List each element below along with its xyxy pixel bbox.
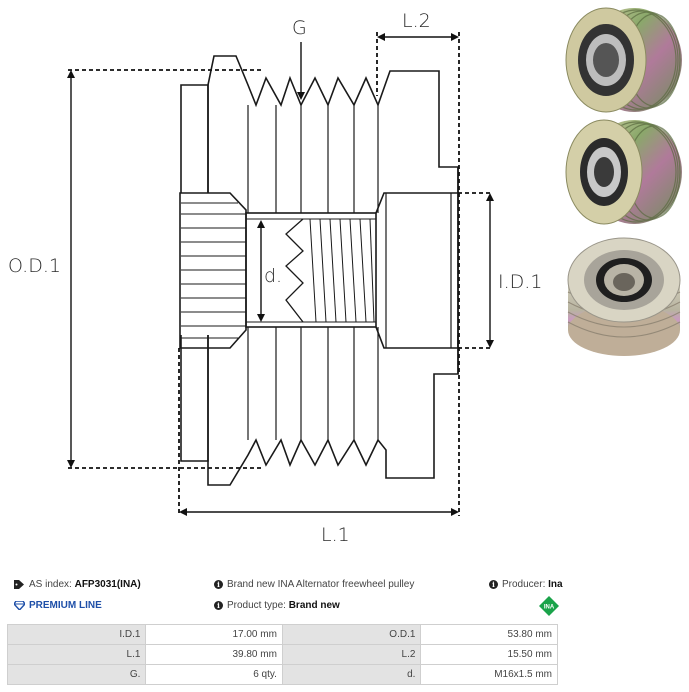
spec-value: 53.80 mm [420, 624, 558, 645]
pulley-upper-profile [207, 55, 459, 193]
info-icon: i [214, 600, 223, 610]
spline-lines [181, 202, 246, 339]
premium-line-label: PREMIUM LINE [29, 600, 102, 611]
thread-teeth [285, 218, 304, 323]
spec-key: L.1 [6, 644, 147, 665]
ina-logo-text: INA [544, 605, 555, 611]
spec-value: 6 qty. [145, 664, 283, 685]
groove-lines-upper [247, 105, 379, 213]
specifications-table: I.D.1 17.00 mm O.D.1 53.80 mm L.1 39.80 … [6, 624, 558, 685]
as-index-label: AS index: [29, 579, 72, 590]
left-flange-outline-bottom [180, 335, 209, 462]
table-row: L.1 39.80 mm L.2 15.50 mm [6, 644, 558, 665]
ina-logo: INA [539, 596, 559, 616]
tag-icon [14, 579, 24, 589]
pulley-lower-profile [207, 335, 459, 486]
as-index-row: AS index: AFP3031(INA) [14, 579, 141, 590]
description-text: Brand new INA Alternator freewheel pulle… [227, 579, 415, 590]
groove-lines-lower [247, 327, 379, 440]
table-row: I.D.1 17.00 mm O.D.1 53.80 mm [6, 624, 558, 645]
info-icon: i [214, 579, 223, 589]
pulley-photo-angled [567, 237, 681, 356]
label-d: d. [264, 265, 282, 287]
spec-key: I.D.1 [6, 624, 147, 645]
pulley-technical-drawing: O.D.1 I.D.1 L.1 L.2 G d. [8, 10, 542, 546]
right-hub [375, 192, 459, 349]
extension-lines [68, 32, 490, 516]
info-icon: i [489, 579, 498, 589]
spec-value: 17.00 mm [145, 624, 283, 645]
spec-key: O.D.1 [281, 624, 422, 645]
label-g: G [292, 17, 307, 39]
label-id1: I.D.1 [498, 271, 542, 293]
label-l1: L.1 [321, 524, 350, 546]
label-od1: O.D.1 [8, 255, 61, 277]
spec-key: L.2 [281, 644, 422, 665]
product-type-row: i Product type: Brand new [214, 600, 340, 611]
producer-value: Ina [548, 579, 563, 590]
producer-row: i Producer: Ina [489, 579, 563, 590]
description-row: i Brand new INA Alternator freewheel pull… [214, 579, 414, 590]
label-l2: L.2 [402, 10, 431, 32]
product-type-label: Product type: [227, 600, 286, 611]
pulley-photo-front-spline [565, 7, 682, 113]
spec-key: G. [6, 664, 147, 685]
thread-lines [309, 218, 375, 323]
left-flange-outline [180, 84, 209, 193]
spec-value: 39.80 mm [145, 644, 283, 665]
pulley-photo-front-bore [565, 119, 682, 225]
spec-value: M16x1.5 mm [420, 664, 558, 685]
spec-key: d. [281, 664, 422, 685]
bore [245, 212, 377, 328]
as-index-value: AFP3031(INA) [74, 579, 141, 590]
producer-label: Producer: [502, 579, 546, 590]
premium-line-badge: PREMIUM LINE [14, 600, 102, 611]
diamond-icon [14, 600, 25, 610]
table-row: G. 6 qty. d. M16x1.5 mm [6, 664, 558, 685]
spline-hub [179, 192, 247, 349]
spec-value: 15.50 mm [420, 644, 558, 665]
product-type-value: Brand new [288, 600, 340, 611]
